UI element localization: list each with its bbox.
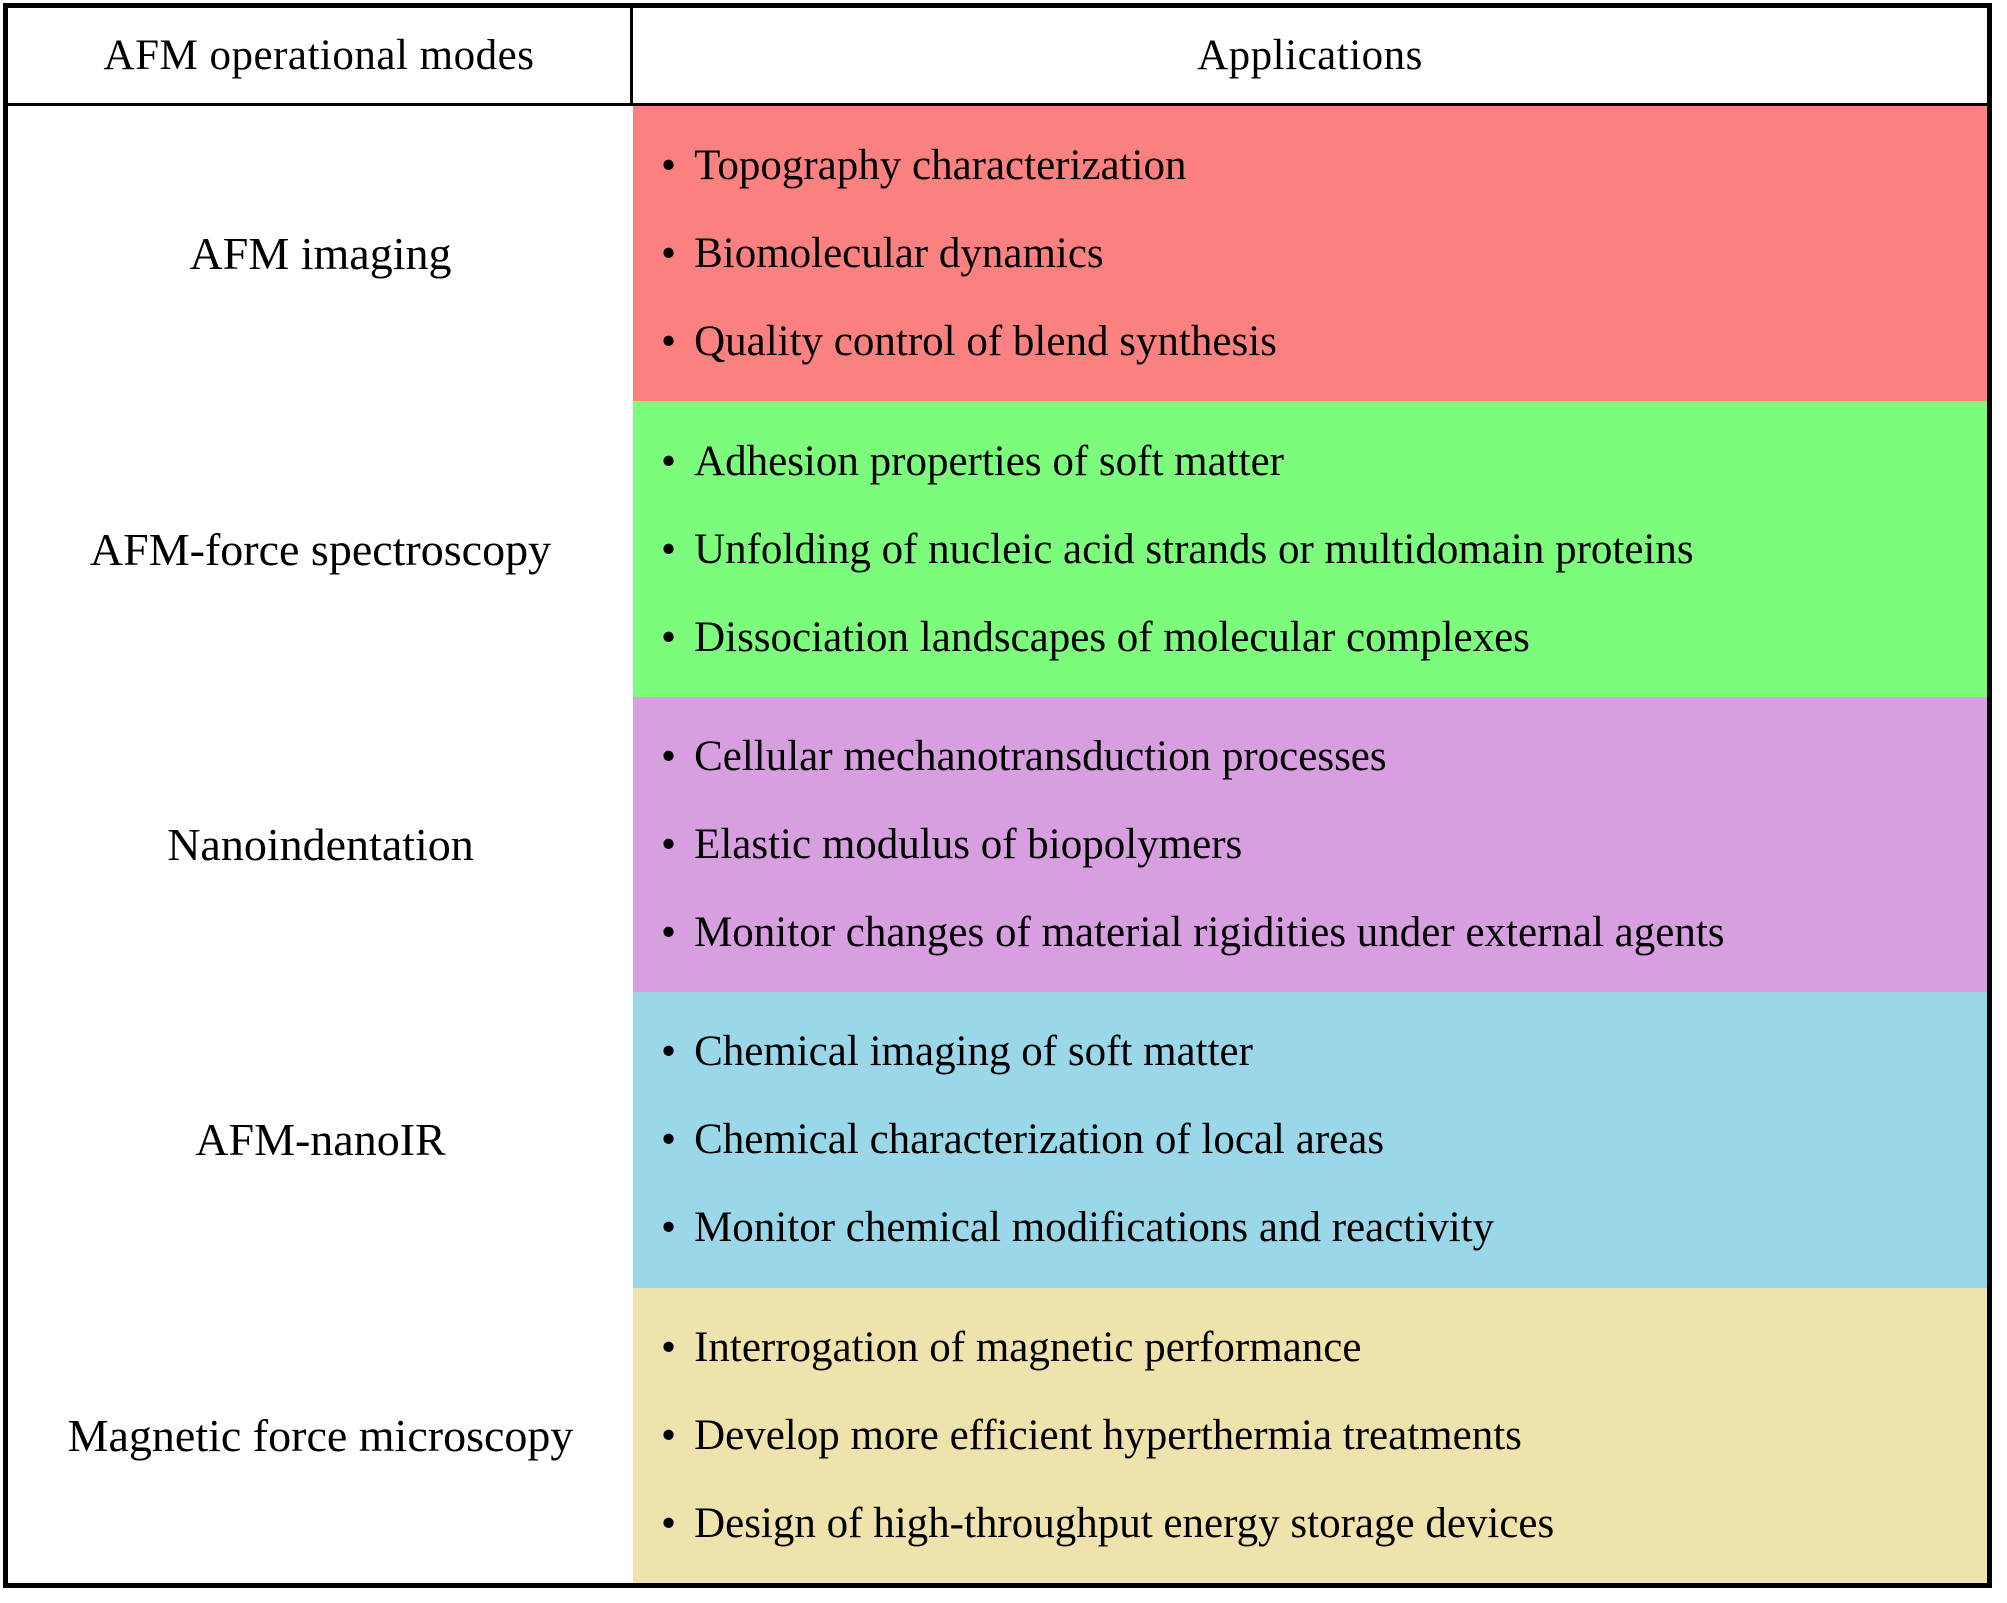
application-item: • Topography characterization bbox=[661, 144, 1987, 187]
application-item: • Quality control of blend synthesis bbox=[661, 320, 1987, 363]
application-text: Biomolecular dynamics bbox=[694, 230, 1104, 278]
application-item: • Develop more efficient hyperthermia tr… bbox=[661, 1414, 1987, 1457]
bullet-icon: • bbox=[661, 733, 677, 781]
header-cell-modes: AFM operational modes bbox=[8, 8, 633, 103]
applications-cell: • Chemical imaging of soft matter • Chem… bbox=[633, 992, 1987, 1288]
header-cell-applications: Applications bbox=[1197, 32, 1423, 79]
application-text: Quality control of blend synthesis bbox=[694, 318, 1277, 366]
application-item: • Cellular mechanotransduction processes bbox=[661, 735, 1987, 778]
mode-cell: AFM-nanoIR bbox=[8, 992, 633, 1288]
mode-cell: AFM-force spectroscopy bbox=[8, 401, 633, 697]
bullet-icon: • bbox=[661, 1323, 677, 1371]
application-text: Topography characterization bbox=[694, 142, 1187, 190]
table-row: AFM-force spectroscopy • Adhesion proper… bbox=[8, 401, 1987, 697]
bullet-icon: • bbox=[661, 525, 677, 573]
bullet-icon: • bbox=[661, 230, 677, 278]
table-row: Nanoindentation • Cellular mechanotransd… bbox=[8, 696, 1987, 993]
application-text: Chemical imaging of soft matter bbox=[694, 1028, 1253, 1076]
application-item: • Adhesion properties of soft matter bbox=[661, 440, 1987, 483]
application-item: • Biomolecular dynamics bbox=[661, 232, 1987, 275]
application-item: • Chemical imaging of soft matter bbox=[661, 1030, 1987, 1073]
bullet-icon: • bbox=[661, 909, 677, 957]
application-text: Interrogation of magnetic performance bbox=[694, 1323, 1362, 1371]
table-row: AFM-nanoIR • Chemical imaging of soft ma… bbox=[8, 992, 1987, 1288]
mode-cell: Magnetic force microscopy bbox=[8, 1287, 633, 1584]
application-item: • Monitor chemical modifications and rea… bbox=[661, 1206, 1987, 1249]
bullet-icon: • bbox=[661, 437, 677, 485]
bullet-icon: • bbox=[661, 613, 677, 661]
application-text: Chemical characterization of local areas bbox=[694, 1116, 1385, 1164]
application-item: • Dissociation landscapes of molecular c… bbox=[661, 616, 1987, 659]
table-row: Magnetic force microscopy • Interrogatio… bbox=[8, 1287, 1987, 1584]
applications-cell: • Adhesion properties of soft matter • U… bbox=[633, 401, 1987, 697]
application-text: Monitor chemical modifications and react… bbox=[694, 1204, 1495, 1252]
mode-cell: AFM imaging bbox=[8, 106, 633, 402]
application-text: Develop more efficient hyperthermia trea… bbox=[694, 1411, 1522, 1459]
bullet-icon: • bbox=[661, 821, 677, 869]
table-row: AFM imaging • Topography characterizatio… bbox=[8, 106, 1987, 402]
bullet-icon: • bbox=[661, 142, 677, 190]
bullet-icon: • bbox=[661, 1499, 677, 1547]
application-item: • Interrogation of magnetic performance bbox=[661, 1326, 1987, 1369]
table-header-row: AFM operational modes Applications bbox=[8, 8, 1987, 106]
application-text: Cellular mechanotransduction processes bbox=[694, 733, 1387, 781]
applications-cell: • Cellular mechanotransduction processes… bbox=[633, 696, 1987, 993]
bullet-icon: • bbox=[661, 1411, 677, 1459]
mode-cell: Nanoindentation bbox=[8, 696, 633, 993]
applications-cell: • Topography characterization • Biomolec… bbox=[633, 106, 1987, 402]
bullet-icon: • bbox=[661, 1204, 677, 1252]
table-body: AFM imaging • Topography characterizatio… bbox=[8, 106, 1987, 1584]
application-text: Adhesion properties of soft matter bbox=[694, 437, 1284, 485]
application-text: Dissociation landscapes of molecular com… bbox=[694, 613, 1530, 661]
bullet-icon: • bbox=[661, 1028, 677, 1076]
applications-cell: • Interrogation of magnetic performance … bbox=[633, 1287, 1987, 1584]
bullet-icon: • bbox=[661, 1116, 677, 1164]
application-text: Unfolding of nucleic acid strands or mul… bbox=[694, 525, 1694, 573]
application-text: Monitor changes of material rigidities u… bbox=[694, 909, 1725, 957]
application-item: • Design of high-throughput energy stora… bbox=[661, 1502, 1987, 1545]
application-item: • Elastic modulus of biopolymers bbox=[661, 823, 1987, 866]
bullet-icon: • bbox=[661, 318, 677, 366]
afm-modes-table: AFM operational modes Applications AFM i… bbox=[3, 3, 1992, 1588]
application-text: Design of high-throughput energy storage… bbox=[694, 1499, 1555, 1547]
application-text: Elastic modulus of biopolymers bbox=[694, 821, 1243, 869]
application-item: • Monitor changes of material rigidities… bbox=[661, 911, 1987, 954]
application-item: • Chemical characterization of local are… bbox=[661, 1118, 1987, 1161]
application-item: • Unfolding of nucleic acid strands or m… bbox=[661, 528, 1987, 571]
